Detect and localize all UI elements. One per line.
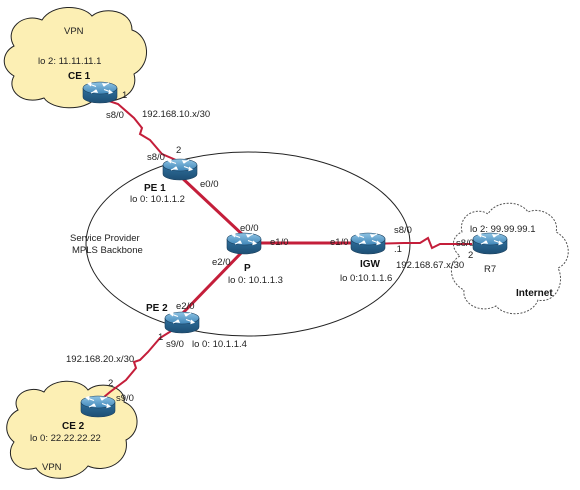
router-igw: [350, 232, 386, 255]
link-ce1-pe1: [99, 97, 177, 161]
pe2-ethernet-port: e2/0: [176, 301, 195, 312]
ce1-port: s8/0: [106, 110, 124, 121]
backbone-label-line1: Service Provider: [70, 233, 140, 244]
router-p: [226, 232, 262, 255]
p-port-e2: e2/0: [212, 257, 231, 268]
vpn-top-label: VPN: [64, 26, 84, 37]
pe1-serial-port: s8/0: [147, 152, 165, 163]
r7-host-id: 2: [468, 250, 473, 261]
r7-name: R7: [484, 264, 496, 275]
ce1-loopback: lo 2: 11.11.11.1: [38, 56, 101, 67]
igw-serial-port: s8/0: [394, 225, 412, 236]
igw-r7-subnet: 192.168.67.x/30: [396, 260, 464, 271]
internet-cloud: [451, 202, 569, 315]
igw-loopback: lo 0:10.1.1.6: [340, 273, 392, 284]
pe1-host-id: 2: [176, 145, 181, 156]
igw-ethernet-port: e1/0: [330, 237, 349, 248]
router-pe1: [162, 158, 198, 181]
igw-name: IGW: [360, 259, 381, 270]
backbone-label-line2: MPLS Backbone: [72, 245, 143, 256]
p-port-e0: e0/0: [240, 223, 259, 234]
ce2-loopback: lo 0: 22.22.22.22: [30, 433, 101, 444]
link-igw-r7: [365, 236, 472, 250]
link-pe1-p: [178, 174, 246, 238]
pe1-loopback: lo 0: 10.1.1.2: [130, 194, 185, 205]
router-r7: [472, 232, 508, 255]
pe2-loopback: lo 0: 10.1.1.4: [192, 339, 247, 350]
pe2-host-id: 1: [158, 332, 163, 343]
pe2-serial-port: s9/0: [166, 339, 184, 350]
ce2-host-id: 2: [108, 378, 113, 389]
ce2-serial-port: s9/0: [116, 393, 134, 404]
ce1-name: CE 1: [68, 71, 91, 82]
p-name: P: [244, 263, 251, 274]
ce2-name: CE 2: [62, 421, 85, 432]
ce1-host-id: 1: [122, 90, 127, 101]
r7-serial-port: s8/0: [456, 238, 474, 249]
pe2-ce2-subnet: 192.168.20.x/30: [66, 354, 134, 365]
igw-host-id: .1: [394, 244, 402, 255]
vpn-top-cloud: [3, 6, 147, 109]
r7-loopback: lo 2: 99.99.99.1: [470, 224, 536, 235]
link-p-pe2: [178, 248, 246, 318]
router-pe2: [164, 311, 200, 334]
p-port-e1: e1/0: [270, 237, 289, 248]
link-pe2-ce2: [97, 327, 177, 403]
router-ce2: [80, 395, 116, 418]
router-ce1: [82, 81, 118, 104]
pe1-ethernet-port: e0/0: [200, 179, 219, 190]
p-loopback: lo 0: 10.1.1.3: [228, 275, 283, 286]
vpn-bottom-label: VPN: [42, 462, 62, 473]
ce1-pe1-subnet: 192.168.10.x/30: [142, 109, 210, 120]
pe1-name: PE 1: [144, 183, 166, 194]
pe2-name: PE 2: [146, 303, 168, 314]
internet-label: Internet: [516, 288, 553, 299]
